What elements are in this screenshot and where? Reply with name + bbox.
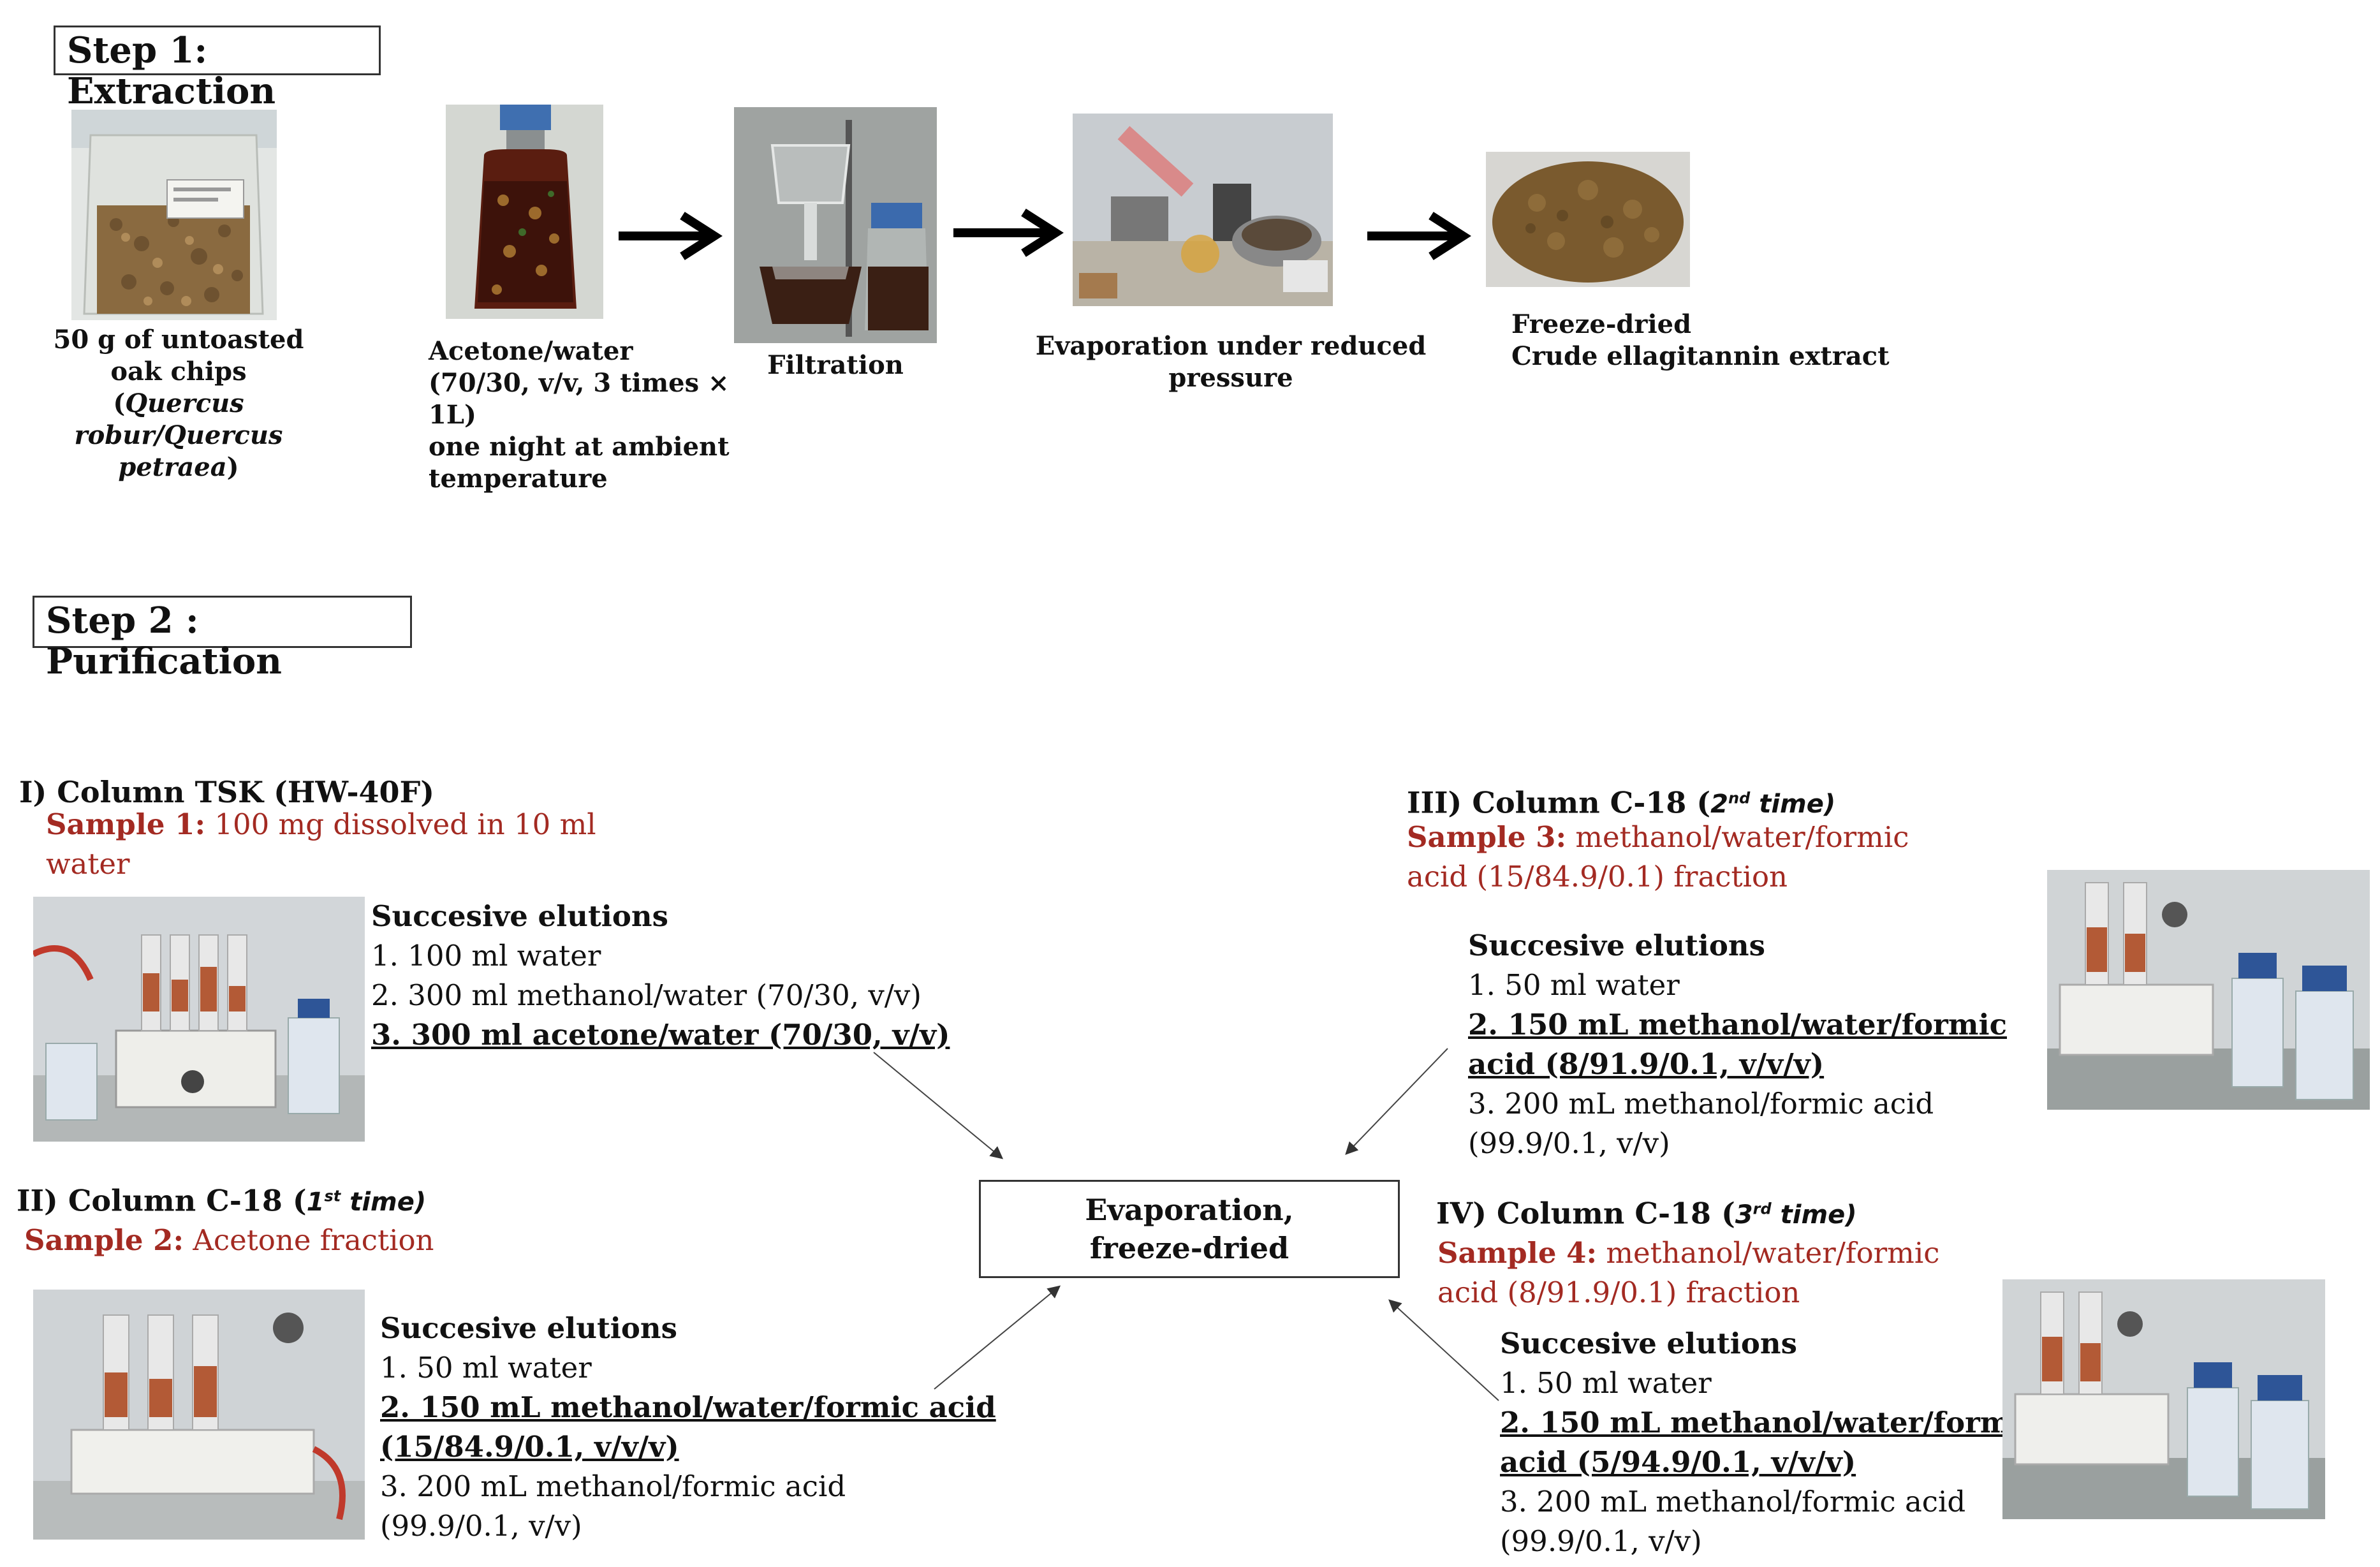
column2-title: II) Column C-18 (1st time) [17, 1183, 427, 1218]
column2-photo [33, 1290, 365, 1540]
filtration-photo [734, 107, 937, 343]
sample3-text: Sample 3: methanol/water/formic acid (15… [1407, 820, 1909, 894]
column4-title: IV) Column C-18 (3rd time) [1436, 1196, 1857, 1231]
arrow-col1-icon [873, 1052, 1004, 1159]
column4-photo [2002, 1279, 2325, 1519]
column4-elutions: Succesive elutions 1. 50 ml water 2. 150… [1500, 1327, 2039, 1558]
arrow-col3-icon [1345, 1048, 1448, 1155]
step1-title: Step 1: Extraction [54, 26, 381, 112]
arrow-right-2-icon [953, 209, 1064, 257]
column1-photo [33, 897, 365, 1142]
column3-elutions: Succesive elutions 1. 50 ml water 2. 150… [1468, 929, 2007, 1160]
arrow-col4-icon [1388, 1299, 1499, 1401]
sample1-text: Sample 1: 100 mg dissolved in 10 ml wate… [46, 807, 596, 881]
acetone-caption: Acetone/water (70/30, v/v, 3 times × 1L)… [429, 336, 730, 494]
evaporation-caption: Evaporation under reduced pressure [1035, 331, 1427, 393]
column3-photo [2047, 870, 2370, 1110]
sample4-text: Sample 4: methanol/water/formic acid (8/… [1437, 1236, 1940, 1309]
arrow-right-1-icon [619, 212, 723, 260]
column3-title: III) Column C-18 (2nd time) [1407, 785, 1836, 820]
column1-elutions: Succesive elutions 1. 100 ml water 2. 30… [371, 899, 950, 1052]
arrow-col2-icon [934, 1285, 1061, 1390]
acetone-bottle-photo [446, 105, 603, 319]
filtration-caption: Filtration [767, 350, 904, 380]
sample2-text: Sample 2: Acetone fraction [24, 1223, 434, 1257]
evaporator-photo [1073, 114, 1333, 306]
evaporation-freeze-dried-box: Evaporation, freeze-dried [979, 1180, 1400, 1278]
column2-elutions: Succesive elutions 1. 50 ml water 2. 150… [380, 1311, 996, 1543]
freeze-dried-caption: Freeze-dried Crude ellagitannin extract [1511, 309, 1890, 371]
extract-powder-photo [1486, 152, 1690, 287]
oak-chips-photo [71, 110, 277, 320]
oak-chips-caption: 50 g of untoasted oak chips (Quercus rob… [53, 325, 304, 482]
step2-title: Step 2 : Purification [33, 596, 412, 682]
arrow-right-3-icon [1367, 212, 1471, 260]
column1-title: I) Column TSK (HW-40F) [19, 775, 434, 809]
